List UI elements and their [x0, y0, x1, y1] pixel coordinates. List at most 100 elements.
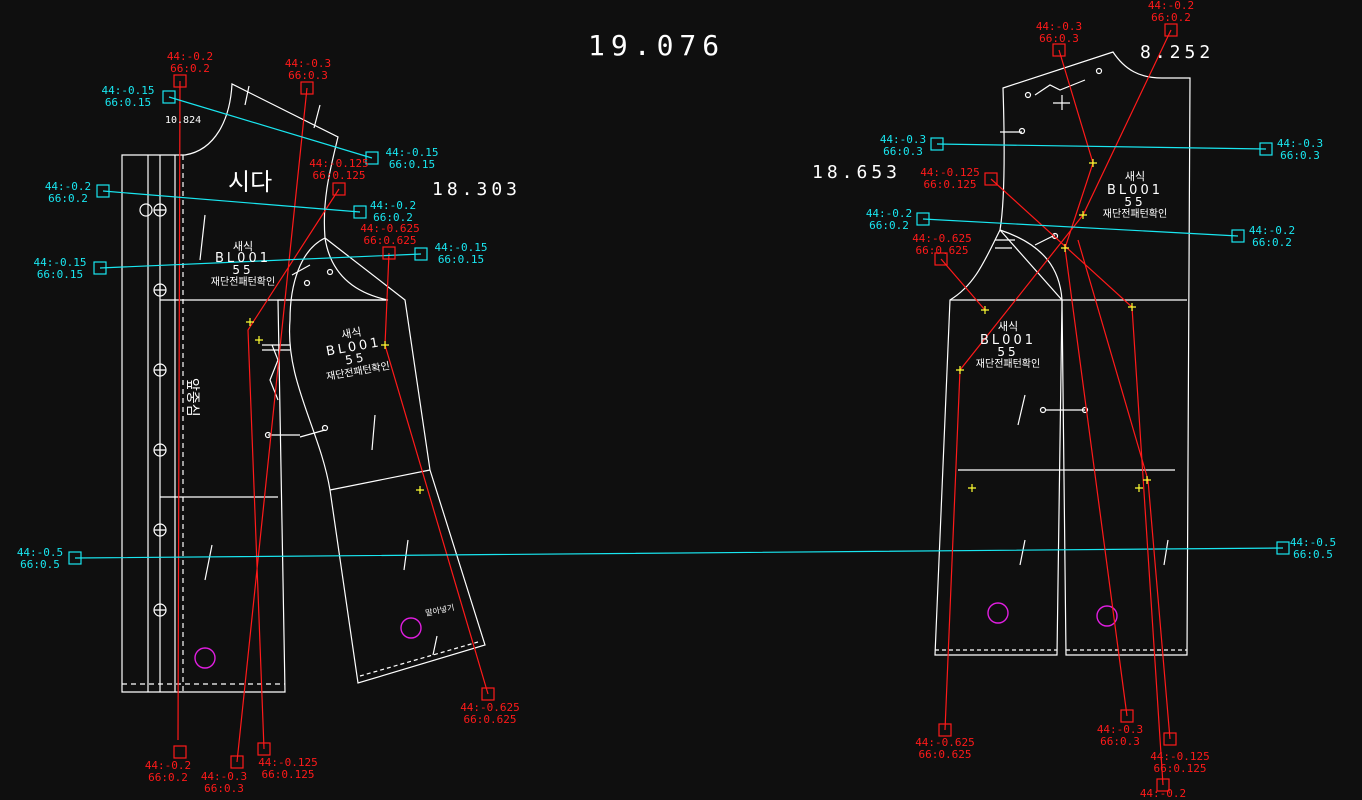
- grade-point-box[interactable]: [173, 74, 187, 88]
- grade-point-box[interactable]: [1164, 23, 1178, 37]
- grade-point-box[interactable]: [173, 745, 187, 759]
- grade-point-box[interactable]: [414, 247, 428, 261]
- grade-point-box[interactable]: [1163, 732, 1177, 746]
- grade-label-line: 66:0.625: [364, 234, 417, 247]
- grade-label-line: 66:0.125: [313, 169, 366, 182]
- grade-label-line: 66:0.2: [373, 211, 413, 224]
- grade-label-line: 66:0.3: [883, 145, 923, 158]
- svg-text:새식: 새식: [1125, 170, 1145, 183]
- grade-label-line: 44:-0.3: [1097, 723, 1143, 736]
- grade-point-box[interactable]: [1120, 709, 1134, 723]
- grade-point-box[interactable]: [382, 246, 396, 260]
- grade-label[interactable]: 44:-0.566:0.5: [1276, 536, 1336, 561]
- grade-label-line: 44:-0.5: [1290, 536, 1336, 549]
- grade-point-box[interactable]: [1276, 541, 1290, 555]
- grade-label[interactable]: 44:-0.366:0.3: [880, 133, 944, 158]
- grade-label-line: 44:-0.125: [258, 756, 318, 769]
- grade-label-line: 66:0.625: [919, 748, 972, 761]
- grade-label[interactable]: 44:-0.366:0.3: [201, 755, 247, 795]
- grade-point-box[interactable]: [930, 137, 944, 151]
- grade-label-line: 44:-0.3: [285, 57, 331, 70]
- piece-info-side: 새식 BL001 55 재단전패턴확인: [325, 325, 391, 383]
- grade-label-line: 66:0.2: [869, 219, 909, 232]
- grade-label[interactable]: 44:-0.566:0.5: [17, 546, 82, 571]
- measurement-left-small: 10.824: [165, 115, 201, 126]
- grade-label[interactable]: 44:-0.266:0.2: [45, 180, 110, 205]
- grade-label-line: 44:-0.625: [460, 701, 520, 714]
- grade-point-box[interactable]: [353, 205, 367, 219]
- grade-point-box[interactable]: [68, 551, 82, 565]
- grade-point-box[interactable]: [1156, 778, 1170, 792]
- grade-point-box[interactable]: [938, 723, 952, 737]
- grade-point-box[interactable]: [1052, 43, 1066, 57]
- grade-point-box[interactable]: [934, 252, 948, 266]
- grade-label-line: 66:0.2: [1151, 11, 1191, 24]
- back-piece[interactable]: [934, 51, 1191, 656]
- grade-label-line: 44:-0.15: [102, 84, 155, 97]
- grade-label[interactable]: 44:-0.266:0.2: [353, 199, 416, 224]
- grade-point-box[interactable]: [300, 81, 314, 95]
- grade-point-box[interactable]: [96, 184, 110, 198]
- grade-label[interactable]: 44:-0.266:0.2: [866, 207, 930, 232]
- grade-point-box[interactable]: [257, 742, 271, 756]
- svg-text:BL001: BL001: [1107, 183, 1163, 198]
- svg-text:새식: 새식: [998, 320, 1018, 333]
- measurement-left-mid: 18.303: [432, 179, 521, 200]
- grade-label[interactable]: 44:-0.366:0.3: [285, 57, 331, 95]
- grade-label-line: 66:0.625: [464, 713, 517, 726]
- grade-label-line: 44:-0.15: [34, 256, 87, 269]
- grade-label-line: 44:-0.2: [45, 180, 91, 193]
- grade-point-box[interactable]: [916, 212, 930, 226]
- grade-point-box[interactable]: [93, 261, 107, 275]
- grade-label-line: 66:0.15: [438, 253, 484, 266]
- grade-label-line: 66:0.3: [1039, 32, 1079, 45]
- grade-label-line: 66:0.3: [204, 782, 244, 795]
- grade-point-box[interactable]: [332, 182, 346, 196]
- grade-label[interactable]: 44:-0.266:0.2: [145, 745, 191, 784]
- grade-label[interactable]: 44:-0.366:0.3: [1036, 20, 1082, 57]
- measurement-right-mid: 18.653: [812, 162, 901, 183]
- side-piece[interactable]: [288, 237, 486, 684]
- grade-point-box[interactable]: [162, 90, 176, 104]
- grade-point-box[interactable]: [230, 755, 244, 769]
- grade-label-line: 44:-0.5: [17, 546, 63, 559]
- piece-info-side-back: 새식 BL001 55 재단전패턴확인: [976, 320, 1040, 370]
- grade-point-box[interactable]: [1259, 142, 1273, 156]
- grade-label[interactable]: 44:-0.366:0.3: [1097, 709, 1143, 748]
- grade-point-box[interactable]: [365, 151, 379, 165]
- grade-label[interactable]: 44:-0.366:0.3: [1259, 137, 1323, 162]
- grade-label[interactable]: 44:-0.2: [1140, 778, 1186, 800]
- svg-text:재단전패턴확인: 재단전패턴확인: [976, 358, 1040, 370]
- grade-lines: [74, 29, 1284, 786]
- grade-label-line: 44:-0.625: [912, 232, 972, 245]
- grade-label-line: 44:-0.2: [145, 759, 191, 772]
- grade-label-line: 66:0.125: [924, 178, 977, 191]
- grade-label-line: 66:0.5: [20, 558, 60, 571]
- grade-label-line: 44:-0.125: [1150, 750, 1210, 763]
- grade-point-box[interactable]: [1231, 229, 1245, 243]
- svg-text:BL001: BL001: [215, 251, 271, 266]
- grade-label[interactable]: 44:-0.266:0.2: [1148, 0, 1194, 37]
- front-bodice-piece[interactable]: [121, 83, 389, 693]
- grade-label-line: 66:0.2: [48, 192, 88, 205]
- grade-label[interactable]: 44:-0.266:0.2: [167, 50, 213, 88]
- grade-point-box[interactable]: [984, 172, 998, 186]
- grade-label-line: 44:-0.3: [1277, 137, 1323, 150]
- grade-label[interactable]: 44:-0.266:0.2: [1231, 224, 1295, 249]
- grade-point-box[interactable]: [481, 687, 495, 701]
